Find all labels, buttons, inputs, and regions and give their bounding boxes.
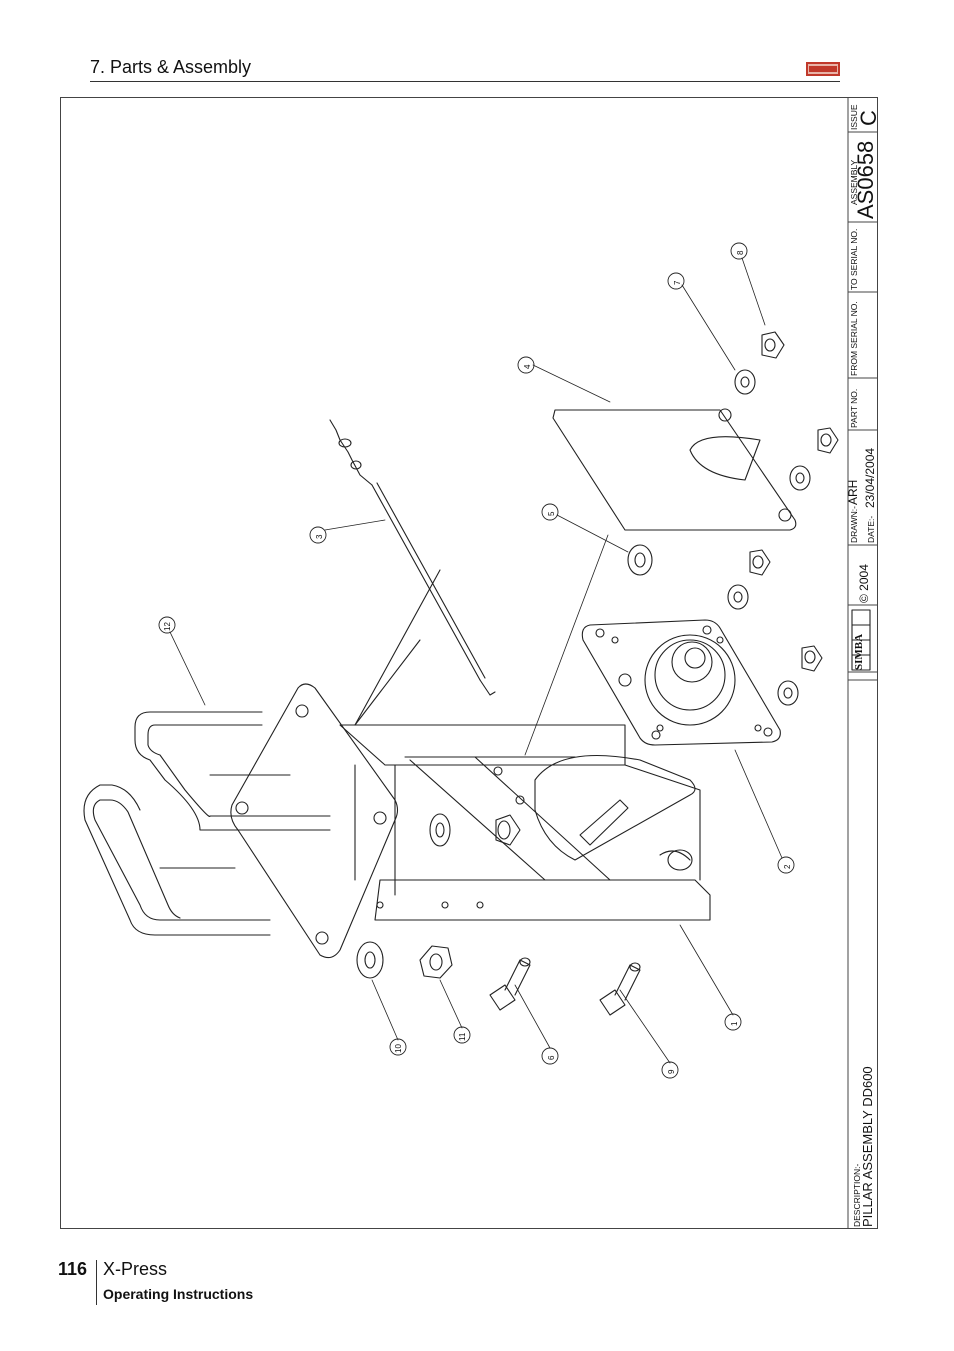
nut-11: [419, 945, 453, 979]
drawn-value: ARH: [846, 479, 860, 505]
callout-2: 2: [783, 864, 792, 869]
pillar-fasteners: [429, 799, 629, 847]
callout-9: 9: [667, 1069, 676, 1074]
page-number: 116: [58, 1259, 88, 1279]
callout-5: 5: [547, 511, 556, 516]
date-value: 23/04/2004: [863, 447, 877, 508]
leader-lines: [169, 257, 783, 1064]
pillar-assembly-drawing: [83, 97, 878, 1229]
callout-1: 1: [730, 1021, 739, 1026]
grease-line: [329, 419, 496, 696]
from-serial-label: FROM SERIAL NO.: [849, 301, 859, 376]
simba-logo-titleblock: [851, 609, 871, 671]
to-serial-label: TO SERIAL NO.: [849, 228, 859, 290]
footer-separator: [96, 1260, 97, 1305]
callout-12: 12: [163, 622, 172, 631]
callout-10: 10: [394, 1044, 403, 1053]
fastener-stack: [727, 331, 839, 706]
description-value: PILLAR ASSEMBLY DD600: [860, 1066, 875, 1227]
callout-6: 6: [547, 1055, 556, 1060]
copyright: © 2004: [857, 564, 871, 603]
issue-value: C: [856, 110, 881, 126]
drawing-frame: [60, 97, 878, 1229]
washer-10: [356, 941, 384, 979]
bolt-9: [599, 962, 641, 1016]
u-bolts: [83, 711, 331, 936]
callout-11: 11: [458, 1032, 467, 1041]
document-subtitle: Operating Instructions: [103, 1286, 254, 1302]
callout-3: 3: [315, 534, 324, 539]
bearing-housing-plate: [581, 619, 781, 746]
callout-circles: [158, 242, 795, 1079]
simba-logo: [806, 62, 840, 76]
date-label: DATE:-: [866, 515, 876, 543]
product-name: X-Press: [103, 1259, 168, 1279]
pillar-frame: [339, 569, 711, 921]
assembly-value: AS0658: [853, 140, 878, 219]
callout-8: 8: [736, 250, 745, 255]
section-title: 7. Parts & Assembly: [90, 57, 252, 77]
callout-4: 4: [523, 364, 532, 369]
cover-plate: [552, 408, 797, 531]
bolt-6: [489, 957, 531, 1011]
spacer-5: [627, 544, 653, 576]
title-block-grid: [847, 97, 878, 1229]
callout-7: 7: [673, 280, 682, 285]
drawn-label: DRAWN:-: [849, 506, 859, 543]
titleblock-logo-text: SIMBA: [853, 633, 865, 670]
header-rule: [90, 81, 840, 82]
part-no-label: PART NO.: [849, 388, 859, 428]
